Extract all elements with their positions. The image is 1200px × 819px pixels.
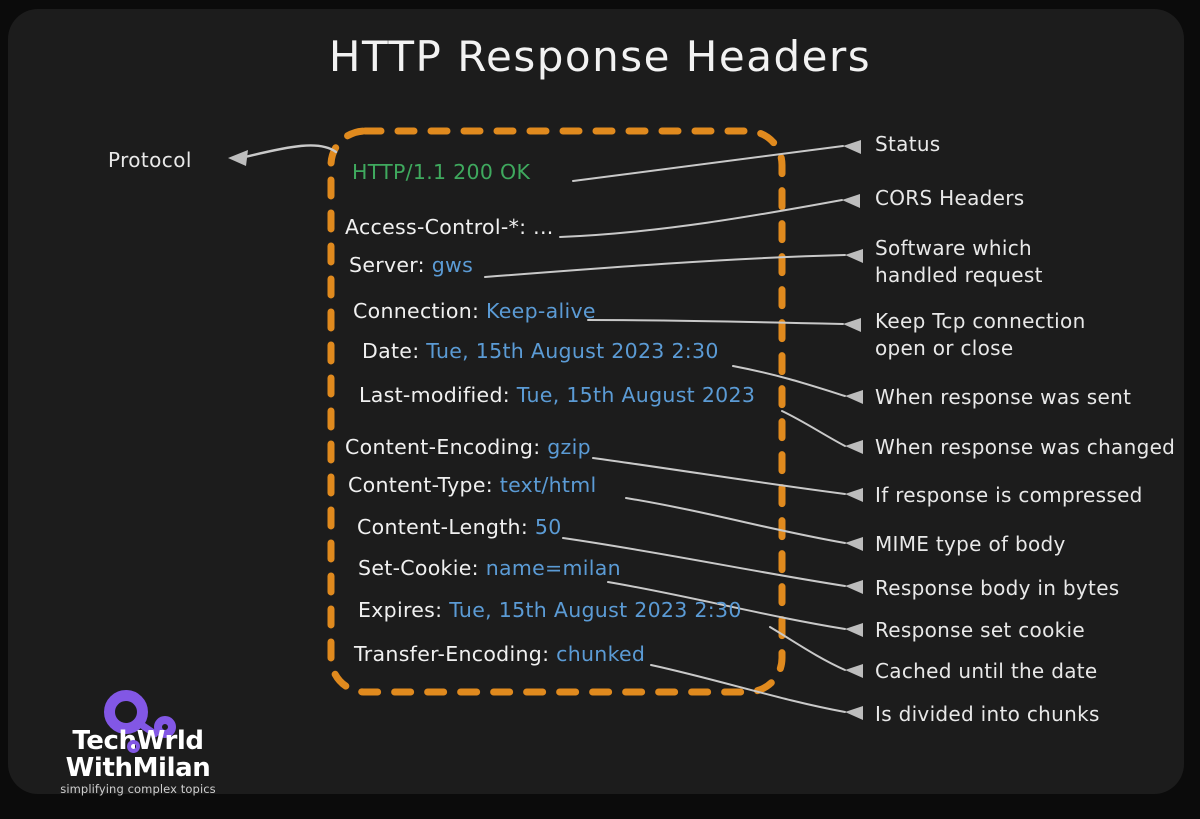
header-line-content-length: Content-Length: 50 xyxy=(357,515,562,539)
logo-o-accent-icon xyxy=(127,740,140,753)
header-line-content-encoding: Content-Encoding: gzip xyxy=(345,435,591,459)
logo-line1-a: TechW xyxy=(72,726,165,756)
logo-tagline: simplifying complex topics xyxy=(60,782,216,796)
header-line-transfer-encoding: Transfer-Encoding: chunked xyxy=(354,642,646,666)
annotation-cached: Cached until the date xyxy=(875,659,1098,683)
header-line-set-cookie: Set-Cookie: name=milan xyxy=(358,556,621,580)
annotation-mime-type: MIME type of body xyxy=(875,532,1066,556)
logo-title: TechWrld WithMilan xyxy=(48,728,228,781)
annotation-compressed: If response is compressed xyxy=(875,483,1143,507)
header-line-last-modified: Last-modified: Tue, 15th August 2023 xyxy=(359,383,756,407)
annotation-cors-headers: CORS Headers xyxy=(875,186,1025,210)
page-title: HTTP Response Headers xyxy=(328,32,872,81)
logo-ring-icon xyxy=(104,690,148,734)
annotation-response-sent: When response was sent xyxy=(875,385,1132,409)
annotation-set-cookie: Response set cookie xyxy=(875,618,1085,642)
header-line-content-type: Content-Type: text/html xyxy=(348,473,597,497)
header-line-status: HTTP/1.1 200 OK xyxy=(352,160,531,184)
logo-line1-b: rld xyxy=(164,726,204,756)
header-line-access-control: Access-Control-*: ... xyxy=(345,215,554,239)
header-line-connection: Connection: Keep-alive xyxy=(353,299,596,323)
annotation-chunks: Is divided into chunks xyxy=(875,702,1100,726)
annotation-status: Status xyxy=(875,132,941,156)
brand-logo: TechWrld WithMilan simplifying complex t… xyxy=(48,690,248,796)
header-line-date: Date: Tue, 15th August 2023 2:30 xyxy=(362,339,719,363)
annotation-response-changed: When response was changed xyxy=(875,435,1176,459)
logo-node-icon xyxy=(154,716,176,738)
annotation-body-bytes: Response body in bytes xyxy=(875,576,1120,600)
header-line-expires: Expires: Tue, 15th August 2023 2:30 xyxy=(358,598,742,622)
header-line-server: Server: gws xyxy=(349,253,474,277)
protocol-label: Protocol xyxy=(108,148,192,172)
logo-line2: WithMilan xyxy=(65,752,211,783)
